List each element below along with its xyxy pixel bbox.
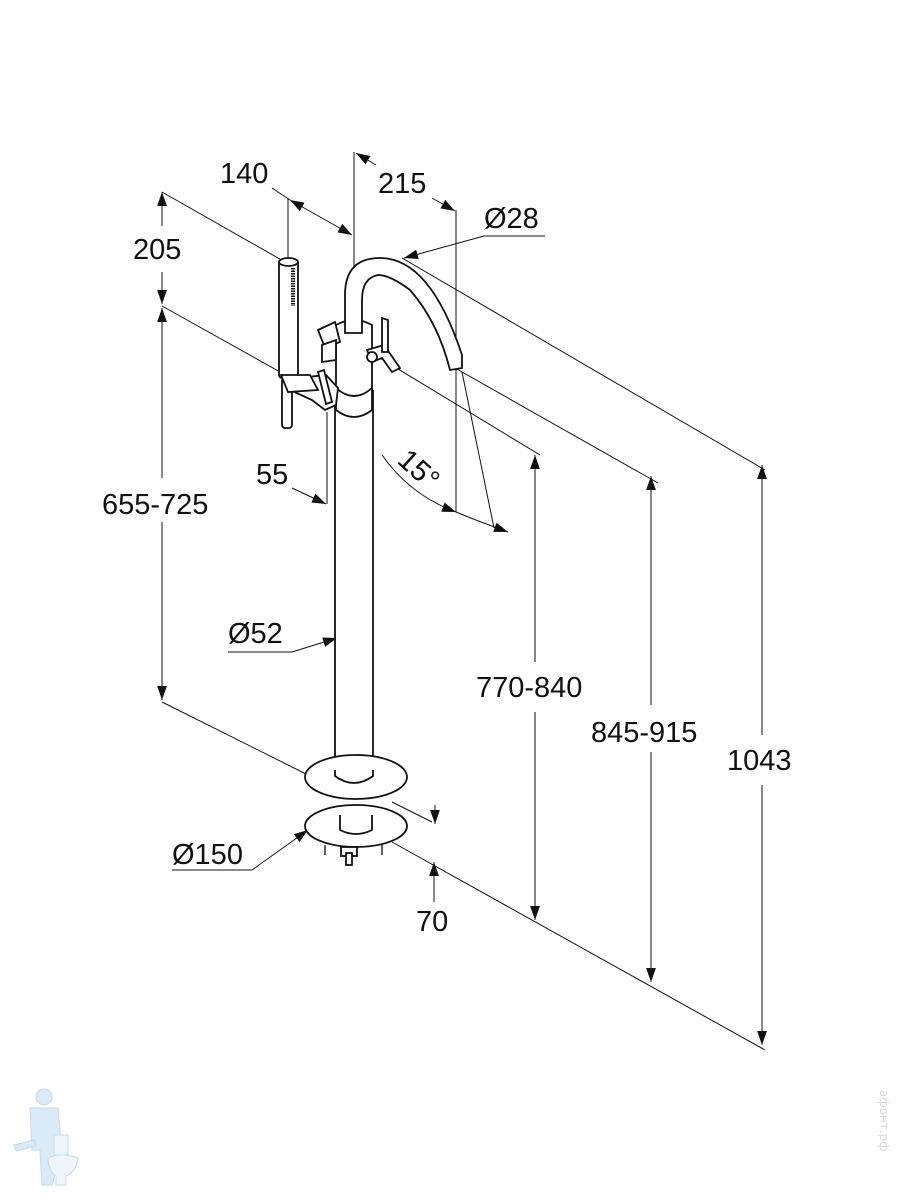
freestanding-faucet xyxy=(278,257,463,866)
label-55: 55 xyxy=(256,459,288,491)
dim-leader-28 xyxy=(403,235,485,260)
column-foot xyxy=(334,770,374,784)
label-205: 205 xyxy=(133,234,181,266)
dim-line-140 xyxy=(289,199,353,236)
ext-line-floor-left xyxy=(161,701,319,781)
hand-shower-head xyxy=(278,257,299,267)
extension-lines xyxy=(161,152,766,1051)
label-diameter-28: Ø28 xyxy=(484,203,539,235)
base-neck xyxy=(339,815,373,835)
label-140: 140 xyxy=(220,158,268,190)
label-70: 70 xyxy=(416,906,448,938)
dim-line-55 xyxy=(291,487,327,505)
dim-line-215-a xyxy=(355,152,377,166)
label-diameter-52: Ø52 xyxy=(228,618,283,650)
ext-line-spout-angle xyxy=(461,371,495,529)
diverter-stem xyxy=(321,338,337,364)
dim-leader-52 xyxy=(291,637,338,653)
mixer-collar xyxy=(335,385,373,418)
dim-arc-15-b xyxy=(455,511,509,533)
hand-shower-holder xyxy=(279,374,320,393)
ext-line-spout-end xyxy=(454,367,659,484)
label-15-degrees: 15° xyxy=(391,443,445,496)
faucet-column xyxy=(334,390,374,778)
ext-line-outlet xyxy=(374,354,541,456)
label-770-840: 770-840 xyxy=(476,672,582,704)
watermark-text: афонт.рф xyxy=(877,1090,891,1151)
base-fittings xyxy=(324,845,383,866)
dimension-labels: 140 215 Ø28 205 15° 655-725 55 Ø52 770-8… xyxy=(102,158,792,938)
cold-handle-button xyxy=(366,351,378,363)
spout xyxy=(344,257,463,372)
plumber-mascot-logo xyxy=(13,1088,79,1186)
hand-shower xyxy=(278,259,299,379)
label-655-725: 655-725 xyxy=(102,489,208,521)
dim-leader-150 xyxy=(251,829,309,871)
ext-line-shower-top xyxy=(161,191,286,263)
label-215: 215 xyxy=(378,168,426,200)
label-1043: 1043 xyxy=(727,745,792,777)
dimension-lines xyxy=(157,152,767,1045)
label-845-915: 845-915 xyxy=(591,717,697,749)
label-diameter-150: Ø150 xyxy=(172,839,243,871)
dim-leader-140 xyxy=(271,187,291,201)
hot-handle-lever xyxy=(316,368,334,406)
dim-line-215-b xyxy=(431,197,456,212)
cold-handle-lever xyxy=(381,316,389,353)
ext-line-spout-top xyxy=(401,257,766,471)
ext-line-plate xyxy=(391,801,433,823)
dim-arc-15-a xyxy=(381,454,457,513)
ext-line-floor-right xyxy=(391,841,766,1051)
ext-line-handle-level xyxy=(161,305,299,383)
